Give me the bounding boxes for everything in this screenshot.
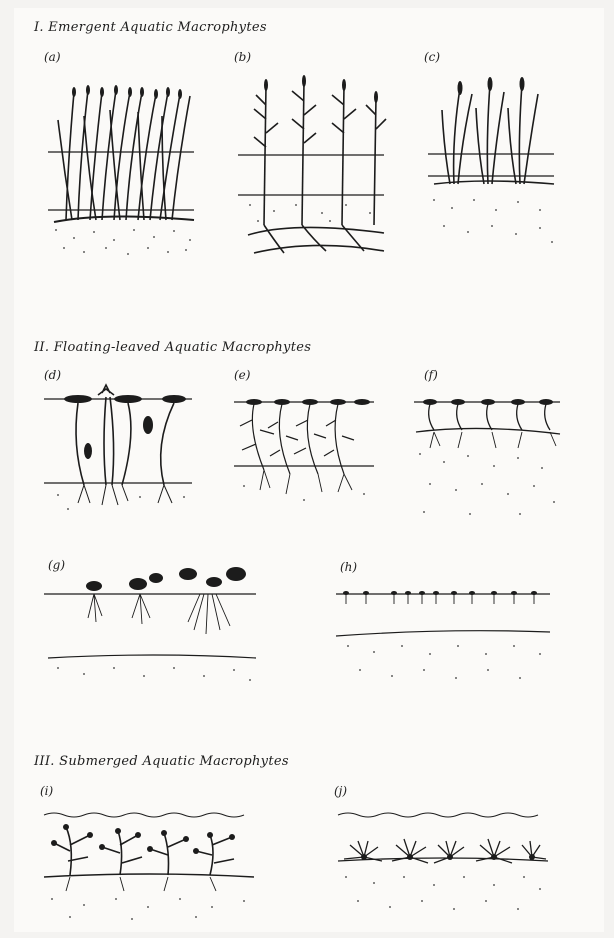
panel-label-d: (d)	[44, 368, 61, 382]
rush-cluster-plant-icon	[424, 80, 564, 255]
duckweed-mat-icon	[336, 580, 556, 690]
floating-stem-plant-icon	[234, 390, 384, 520]
section-heading-floating: II. Floating-leaved Aquatic Macrophytes	[34, 340, 311, 355]
panel-label-b: (b)	[234, 50, 251, 64]
panel-label-a: (a)	[44, 50, 61, 64]
tall-reed-plant-icon	[44, 80, 204, 260]
submerged-rosette-plant-icon	[334, 805, 554, 925]
panel-label-h: (h)	[340, 560, 357, 574]
section-heading-emergent: I. Emergent Aquatic Macrophytes	[34, 20, 267, 35]
panel-label-e: (e)	[234, 368, 250, 382]
water-lily-plant-icon	[44, 385, 194, 515]
panel-label-i: (i)	[40, 784, 53, 798]
submerged-branched-plant-icon	[40, 805, 260, 925]
branched-reed-plant-icon	[234, 75, 394, 270]
panel-label-c: (c)	[424, 50, 440, 64]
panel-label-f: (f)	[424, 368, 438, 382]
section-heading-submerged: III. Submerged Aquatic Macrophytes	[34, 754, 289, 769]
panel-label-j: (j)	[334, 784, 347, 798]
creeping-floating-plant-icon	[410, 390, 565, 525]
free-floating-rosette-icon	[44, 560, 264, 690]
